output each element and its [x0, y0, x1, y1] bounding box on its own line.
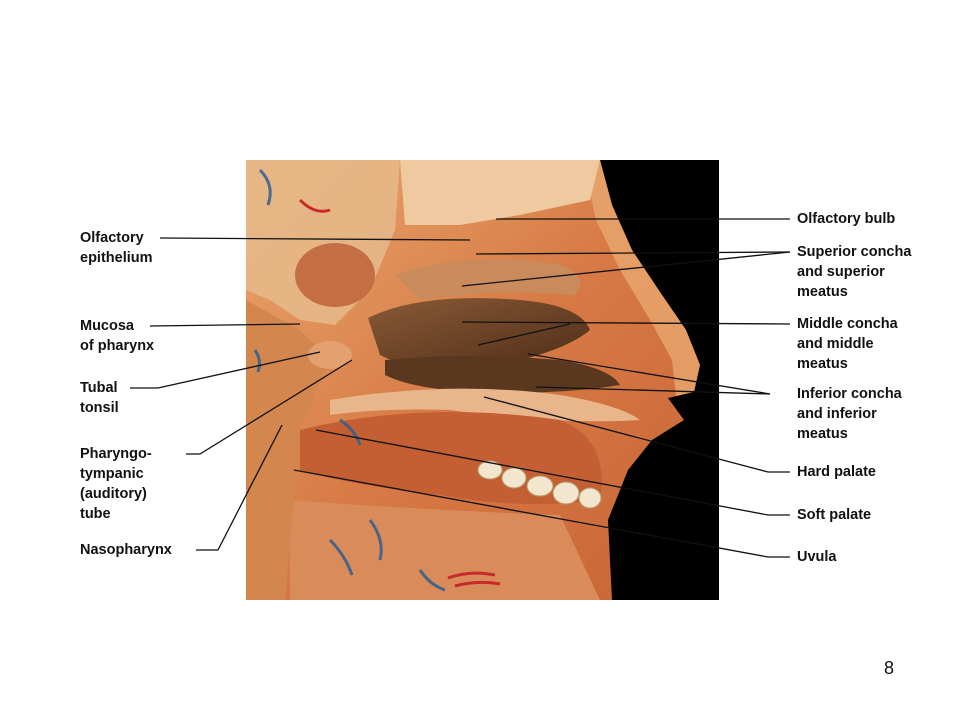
label-hard-palate: Hard palate	[797, 462, 876, 482]
label-line: epithelium	[80, 250, 153, 266]
leader-olfactory-epithelium	[159, 237, 471, 241]
label-uvula: Uvula	[797, 547, 837, 567]
leader-superior-concha-b	[461, 251, 791, 287]
inferior-concha-shape	[385, 356, 620, 393]
leader-mucosa-of-pharynx	[149, 323, 301, 327]
leader-superior-concha-a	[475, 251, 791, 255]
superior-concha-shape	[395, 259, 580, 300]
label-middle-concha: Middle concha and middle meatus	[797, 314, 898, 374]
leader-lines	[130, 218, 791, 558]
leader-inferior-concha-a	[527, 353, 771, 395]
blue-vessels	[253, 168, 446, 592]
label-line: Superior concha	[797, 244, 912, 260]
label-line: Pharyngo-	[80, 446, 152, 462]
tongue-region	[290, 500, 600, 600]
hard-palate-shape	[330, 388, 640, 422]
label-line: tympanic	[80, 466, 144, 482]
leader-uvula	[293, 469, 790, 558]
label-line: Inferior concha	[797, 386, 902, 402]
tubal-tonsil-shape	[308, 341, 352, 369]
leader-nasopharynx	[196, 424, 283, 551]
label-line: Tubal	[80, 380, 118, 396]
label-mucosa-of-pharynx: Mucosa of pharynx	[80, 316, 154, 356]
label-olfactory-epithelium: Olfactory epithelium	[80, 228, 153, 268]
label-line: and superior	[797, 264, 885, 280]
label-inferior-concha: Inferior concha and inferior meatus	[797, 384, 902, 444]
pharynx-wall	[246, 300, 330, 600]
label-line: meatus	[797, 426, 848, 442]
red-vessels	[298, 198, 501, 588]
label-line: Nasopharynx	[80, 542, 172, 558]
label-line: Soft palate	[797, 507, 872, 523]
label-line: of pharynx	[80, 338, 155, 354]
label-nasopharynx: Nasopharynx	[80, 540, 172, 560]
label-line: and inferior	[797, 406, 877, 422]
page-number: 8	[884, 658, 895, 678]
label-olfactory-bulb: Olfactory bulb	[797, 209, 895, 229]
leader-pharyngotympanic-tube	[186, 359, 353, 455]
label-line: Hard palate	[797, 464, 876, 480]
label-superior-concha: Superior concha and superior meatus	[797, 242, 911, 302]
label-line: tonsil	[80, 400, 119, 416]
leader-middle-concha-b	[477, 323, 571, 346]
oral-cavity	[300, 412, 602, 504]
label-line: Uvula	[797, 549, 837, 565]
label-line: Mucosa	[80, 318, 134, 334]
label-line: (auditory)	[80, 486, 147, 502]
leader-hard-palate	[483, 396, 790, 473]
leader-inferior-concha-b	[535, 386, 771, 395]
leader-tubal-tonsil	[130, 351, 321, 389]
teeth	[477, 460, 602, 509]
label-line: meatus	[797, 356, 848, 372]
sinus-cavity	[295, 243, 375, 307]
leader-soft-palate	[315, 429, 790, 516]
middle-concha-shape	[368, 298, 590, 369]
label-line: and middle	[797, 336, 874, 352]
label-line: tube	[80, 506, 111, 522]
label-line: Olfactory	[80, 230, 144, 246]
leader-middle-concha-a	[461, 321, 791, 325]
cribriform-bone	[400, 160, 600, 225]
label-tubal-tonsil: Tubal tonsil	[80, 378, 119, 418]
label-line: Olfactory bulb	[797, 211, 896, 227]
label-soft-palate: Soft palate	[797, 505, 871, 525]
label-line: meatus	[797, 284, 848, 300]
label-line: Middle concha	[797, 316, 898, 332]
label-pharyngotympanic-tube: Pharyngo- tympanic (auditory) tube	[80, 444, 152, 524]
